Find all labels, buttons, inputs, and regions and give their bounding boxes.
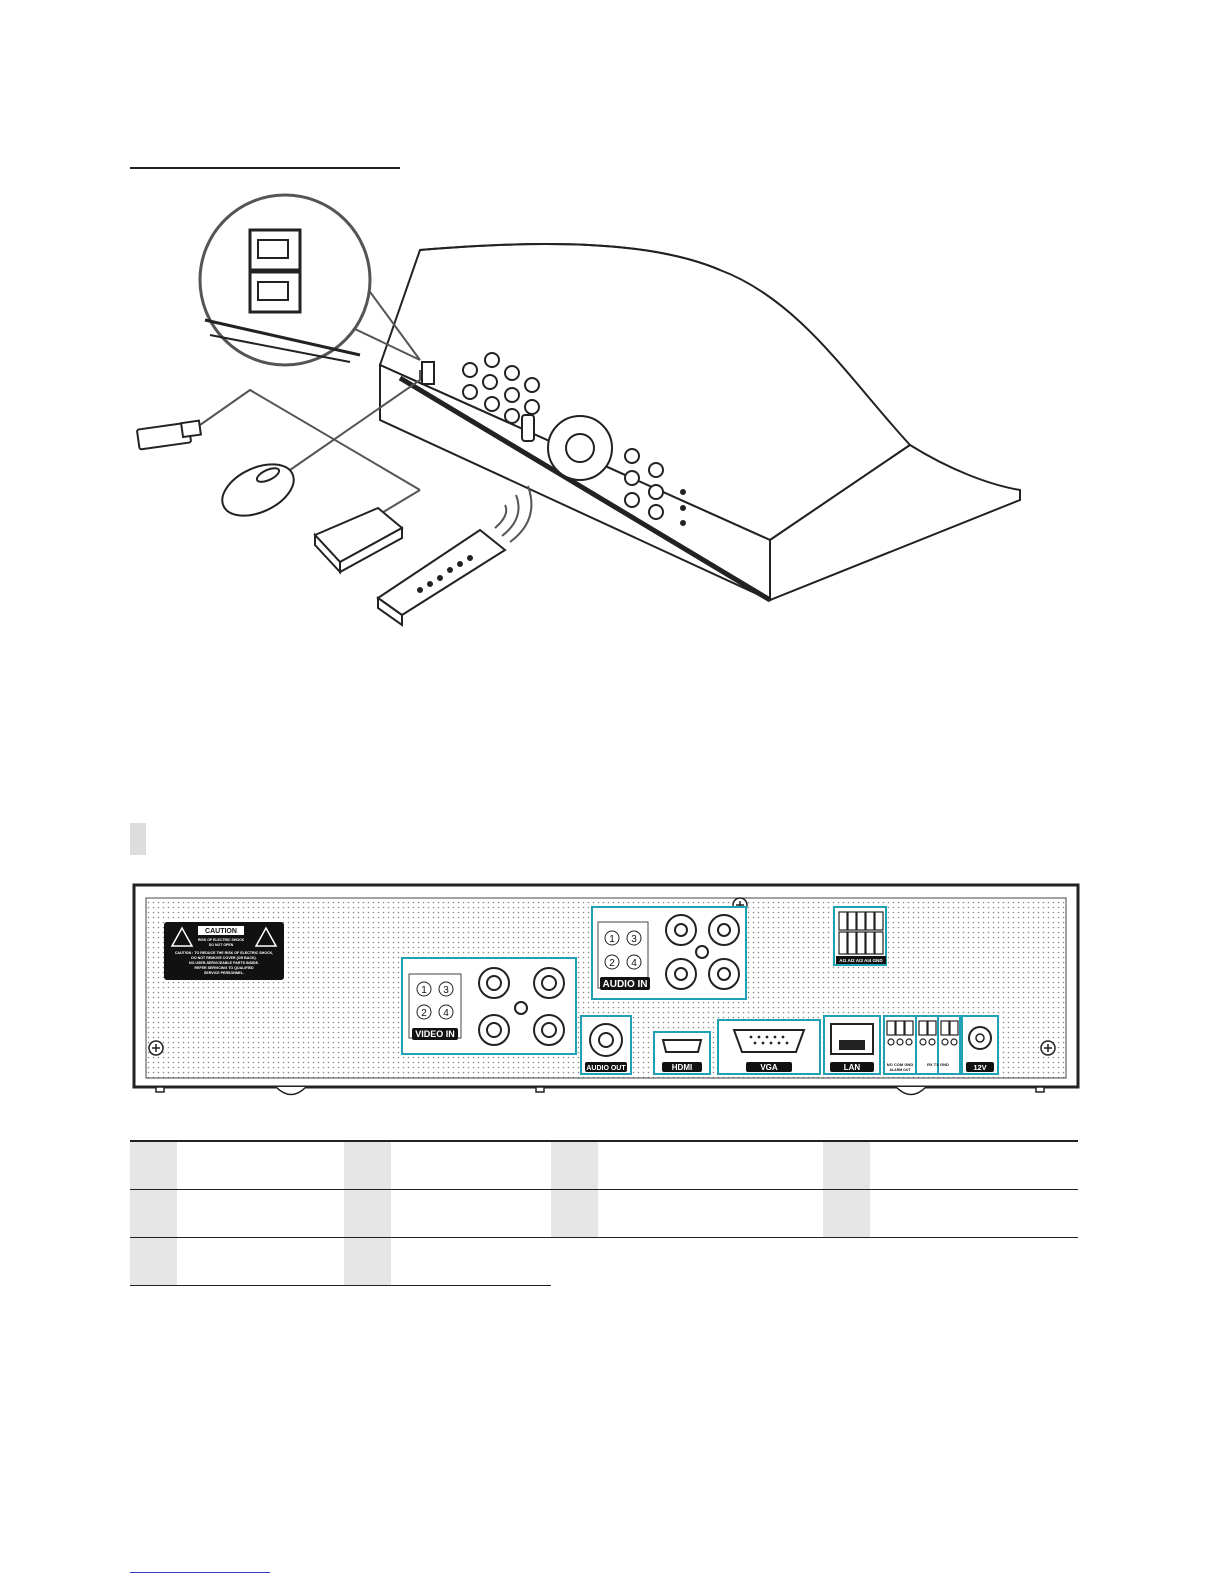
- legend-description-cell: [598, 1140, 823, 1190]
- legend-number-cell: [130, 1237, 177, 1286]
- usb-mouse: [221, 463, 295, 517]
- vga-label: VGA: [760, 1063, 778, 1072]
- rear-panel-illustration: CAUTION RISK OF ELECTRIC SHOCK DO NOT OP…: [132, 883, 1080, 1096]
- remote-control: [376, 528, 507, 627]
- legend-empty-area: [551, 1238, 1078, 1286]
- caution-title: CAUTION: [205, 928, 237, 935]
- channel-number: 3: [631, 934, 637, 945]
- caution-text: NO USER-SERVICEABLE PARTS INSIDE.: [189, 961, 259, 965]
- rs485-terminal-names: RX TX GND: [927, 1062, 949, 1067]
- legend-number-cell: [551, 1140, 598, 1190]
- audio-out-group: AUDIO OUT: [580, 1015, 632, 1075]
- legend-number-cell: [344, 1189, 391, 1238]
- alarm-in-label: AI1 AI2 AI3 AI4 GND: [839, 958, 883, 963]
- front-vent-strip: [398, 375, 772, 603]
- usb-port: [421, 361, 435, 385]
- legend-description-cell: [177, 1140, 344, 1190]
- power-group: 12V: [961, 1015, 999, 1075]
- legend-description-cell: [870, 1140, 1078, 1190]
- legend-description-cell: [598, 1189, 823, 1238]
- alarm-out-terminal-names: NO COM GND: [887, 1062, 914, 1067]
- legend-description-cell: [177, 1237, 344, 1286]
- remote-signal-waves: [494, 485, 533, 543]
- legend-description-cell: [391, 1237, 551, 1286]
- video-in-label: VIDEO IN: [415, 1029, 455, 1039]
- chassis-feet: [155, 1086, 1045, 1096]
- legend-number-cell: [130, 1189, 177, 1238]
- legend-number-cell: [551, 1189, 598, 1238]
- caution-text: REFER SERVICING TO QUALIFIED: [194, 966, 254, 970]
- caution-text: CAUTION : TO REDUCE THE RISK OF ELECTRIC…: [175, 951, 273, 955]
- alarm-in-terminals: AI1 AI2 AI3 AI4 GND: [833, 906, 887, 966]
- section-rule: [130, 167, 400, 169]
- lan-group: LAN: [823, 1015, 881, 1075]
- hdmi-group: HDMI: [653, 1031, 711, 1075]
- rear-panel-legend-table: [130, 1140, 1078, 1286]
- caution-subtitle: RISK OF ELECTRIC SHOCK: [198, 938, 245, 942]
- alarm-out-label: ALARM OUT: [890, 1068, 912, 1072]
- legend-number-cell: [823, 1189, 870, 1238]
- legend-number-cell: [823, 1140, 870, 1190]
- channel-number: 3: [443, 985, 449, 996]
- caution-text: DO NOT REMOVE COVER (OR BACK).: [191, 956, 257, 960]
- caution-subtitle: DO NOT OPEN: [209, 943, 234, 947]
- vga-group: VGA: [717, 1019, 821, 1075]
- channel-number: 1: [421, 985, 427, 996]
- caution-label: CAUTION RISK OF ELECTRIC SHOCK DO NOT OP…: [164, 922, 284, 980]
- lan-label: LAN: [844, 1063, 861, 1072]
- audio-out-label: AUDIO OUT: [586, 1065, 626, 1072]
- front-panel-usb-illustration: [136, 193, 1021, 627]
- power-label: 12V: [973, 1063, 986, 1072]
- hdmi-label: HDMI: [672, 1063, 692, 1072]
- audio-in-label: AUDIO IN: [603, 979, 648, 990]
- legend-number-cell: [130, 1140, 177, 1190]
- channel-number: 1: [609, 934, 615, 945]
- alarm-out-terminals: NO COM GND ALARM OUT RX TX GND: [883, 1015, 961, 1075]
- usb-magnifier: [198, 193, 421, 367]
- legend-description-cell: [391, 1140, 551, 1190]
- usb-flash-drive: [136, 419, 203, 451]
- front-buttons: [462, 352, 686, 526]
- legend-number-cell: [344, 1237, 391, 1286]
- legend-description-cell: [391, 1189, 551, 1238]
- table-row: [130, 1237, 1078, 1286]
- footer-rule: [130, 1572, 270, 1573]
- legend-description-cell: [177, 1189, 344, 1238]
- channel-number: 2: [609, 958, 615, 969]
- warning-icon: [254, 926, 278, 947]
- section-marker: [130, 823, 146, 855]
- audio-in-group: 1 3 2 4 AUDIO IN: [591, 906, 747, 1000]
- channel-number: 4: [443, 1008, 449, 1019]
- video-in-group: 1 3 2 4 VIDEO IN: [401, 957, 577, 1055]
- caution-text: SERVICE PERSONNEL.: [204, 971, 244, 975]
- usb-hard-drive: [313, 506, 404, 575]
- screw-icon: [148, 897, 1056, 1056]
- legend-description-cell: [870, 1189, 1078, 1238]
- channel-number: 4: [631, 958, 637, 969]
- channel-number: 2: [421, 1008, 427, 1019]
- table-row: [130, 1189, 1078, 1238]
- table-row: [130, 1140, 1078, 1190]
- warning-icon: [170, 926, 194, 947]
- legend-number-cell: [344, 1140, 391, 1190]
